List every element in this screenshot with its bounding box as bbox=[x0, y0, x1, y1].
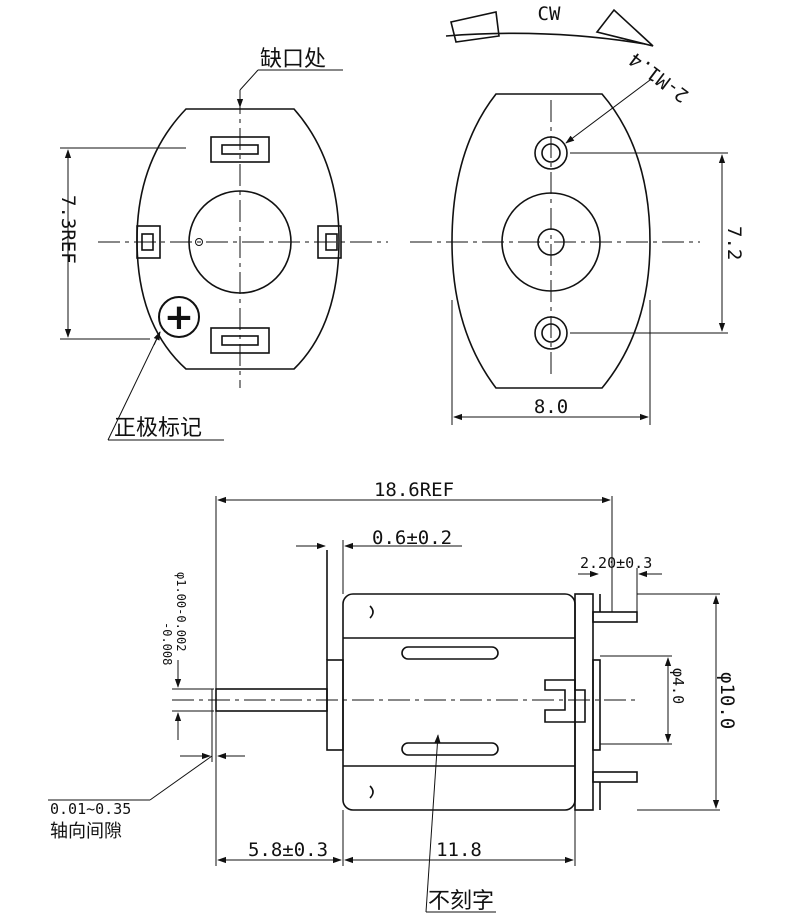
positive-symbol: + bbox=[164, 297, 194, 338]
screw-hole-bottom bbox=[534, 316, 568, 350]
flange-plate bbox=[326, 659, 344, 751]
terminal-top bbox=[592, 611, 638, 623]
body-length-dim: 11.8 bbox=[436, 839, 482, 861]
width-dim: 8.0 bbox=[534, 396, 568, 418]
height-ref-dim: 7.3REF bbox=[57, 195, 79, 264]
notch-label: 缺口处 bbox=[260, 47, 326, 72]
left-boss-circle bbox=[188, 190, 292, 294]
no-engraving-label: 不刻字 bbox=[428, 889, 494, 914]
axial-play-dim: 0.01~0.35 bbox=[50, 800, 131, 818]
right-boss-circle bbox=[501, 192, 601, 292]
end-cap bbox=[574, 593, 594, 811]
slot-bottom bbox=[401, 742, 499, 756]
motor-body bbox=[342, 593, 576, 811]
flange-thickness-dim: 0.6±0.2 bbox=[372, 527, 452, 549]
axial-play-label: 轴向间隙 bbox=[50, 821, 122, 842]
slot-top bbox=[401, 646, 499, 660]
body-dia-dim: φ10.0 bbox=[716, 672, 738, 729]
overall-length-dim: 18.6REF bbox=[374, 479, 454, 501]
terminal-bottom bbox=[592, 771, 638, 783]
bottom-terminal bbox=[210, 327, 270, 354]
side-view: 18.6REF 0.6±0.2 2.20±0.3 φ1.00-0.002 -0.… bbox=[48, 479, 738, 914]
left-end-outline bbox=[136, 108, 340, 370]
hole-spacing-dim: 7.2 bbox=[723, 226, 745, 260]
rotation-label: CW bbox=[538, 3, 561, 25]
shaft-dia-dim: φ1.00-0.002 bbox=[174, 572, 188, 651]
right-end-view: 2-M1.4 7.2 8.0 CW bbox=[410, 3, 745, 425]
shaft-length-dim: 5.8±0.3 bbox=[248, 839, 328, 861]
left-end-view: + 缺口处 正极标记 7.3REF bbox=[57, 47, 388, 441]
shaft-dia-lower-tol: -0.008 bbox=[160, 622, 174, 665]
polarity-circle bbox=[158, 296, 200, 338]
screw-hole-top bbox=[534, 136, 568, 170]
boss-dia-dim: φ4.0 bbox=[669, 668, 687, 704]
screw-holes-label: 2-M1.4 bbox=[625, 48, 693, 107]
top-terminal bbox=[210, 136, 270, 163]
right-end-outline bbox=[451, 93, 651, 389]
terminal-length-dim: 2.20±0.3 bbox=[580, 554, 652, 572]
polarity-label: 正极标记 bbox=[114, 416, 202, 441]
